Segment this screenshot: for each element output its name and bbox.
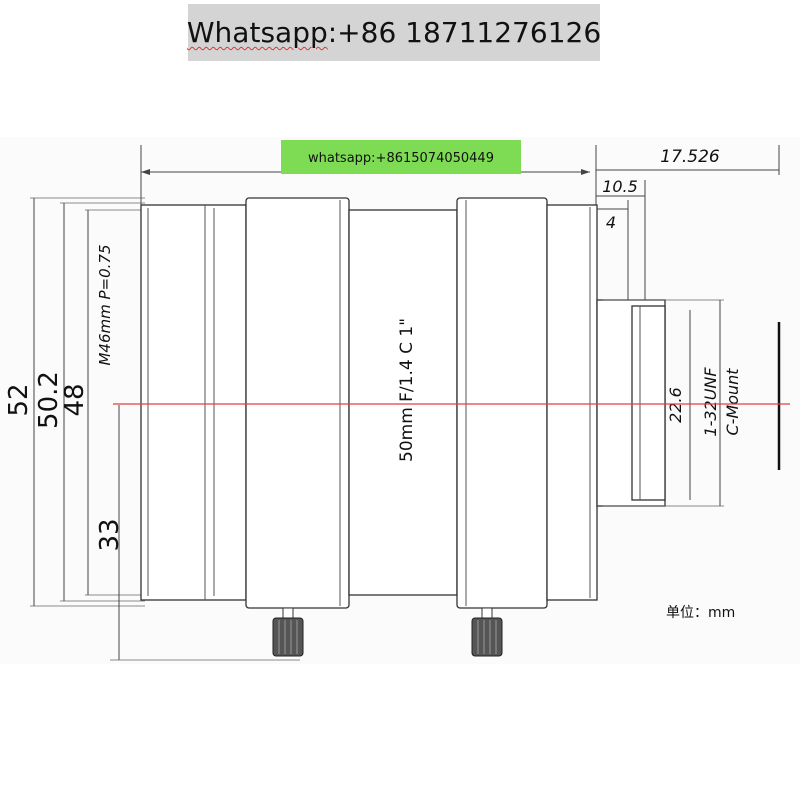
- dim-52: 52: [4, 383, 34, 416]
- front-barrel: [140, 204, 247, 601]
- green-label-box: [281, 140, 521, 174]
- contact-banner: Whatsapp:+86 18711276126: [187, 4, 601, 61]
- dim-48: 48: [60, 383, 90, 416]
- unit-label: 单位：mm: [666, 605, 736, 621]
- lens-marking: 50mm F/1.4 C 1": [397, 318, 417, 462]
- dim-502: 50.2: [34, 371, 64, 429]
- arrow-left: [141, 169, 150, 175]
- mount-name: C-Mount: [723, 368, 742, 436]
- lens-body: [140, 197, 598, 609]
- set-screw-left: [272, 607, 304, 657]
- focus-ring: [245, 197, 350, 609]
- thread-spec: M46mm P=0.75: [96, 244, 114, 365]
- mount-inner: [631, 305, 666, 501]
- set-screw-right: [471, 607, 503, 657]
- barrel-detail-lines: [147, 200, 591, 606]
- banner-number: :+86 18711276126: [327, 16, 602, 49]
- c-mount: [596, 299, 666, 507]
- center-barrel: [348, 209, 458, 596]
- arrow-right: [581, 169, 590, 175]
- green-label: whatsapp:+8615074050449: [308, 151, 494, 166]
- banner-prefix: Whatsapp: [186, 16, 328, 49]
- dim-4: 4: [606, 213, 616, 232]
- banner-text: Whatsapp:+86 18711276126: [187, 16, 601, 49]
- dim-33: 33: [95, 518, 125, 551]
- dim-105: 10.5: [602, 177, 638, 196]
- dim-226: 22.6: [666, 387, 685, 423]
- dim-17526: 17.526: [660, 147, 720, 167]
- mount-thread: 1-32UNF: [701, 367, 720, 437]
- iris-ring: [456, 197, 548, 609]
